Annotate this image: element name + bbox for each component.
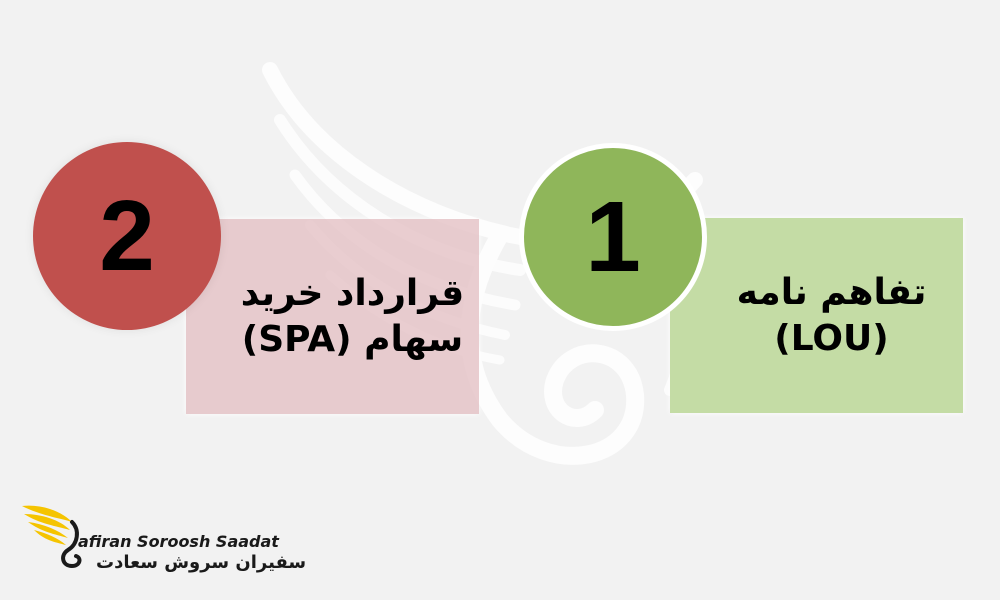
logo-name-persian: سفیران سروش سعادت	[96, 552, 307, 573]
logo-name-english: afiran Soroosh Saadat	[78, 532, 279, 551]
step-1-title-line-1: تفاهم نامه	[736, 271, 927, 313]
step-2-title-line-2: سهام (SPA)	[241, 318, 464, 360]
step-2-number: 2	[99, 179, 155, 292]
step-2-box: قرارداد خرید سهام (SPA)	[186, 219, 479, 414]
company-logo: afiran Soroosh Saadat سفیران سروش سعادت	[20, 500, 306, 580]
step-1-number: 1	[585, 180, 641, 293]
step-1-number-badge: 1	[519, 143, 707, 331]
step-1-box: تفاهم نامه (LOU)	[670, 218, 963, 413]
step-1-title-line-2: (LOU)	[774, 317, 889, 359]
wing-logo-icon	[22, 505, 82, 569]
step-2-title-line-1: قرارداد خرید	[240, 272, 465, 314]
step-2-number-badge: 2	[33, 142, 221, 330]
